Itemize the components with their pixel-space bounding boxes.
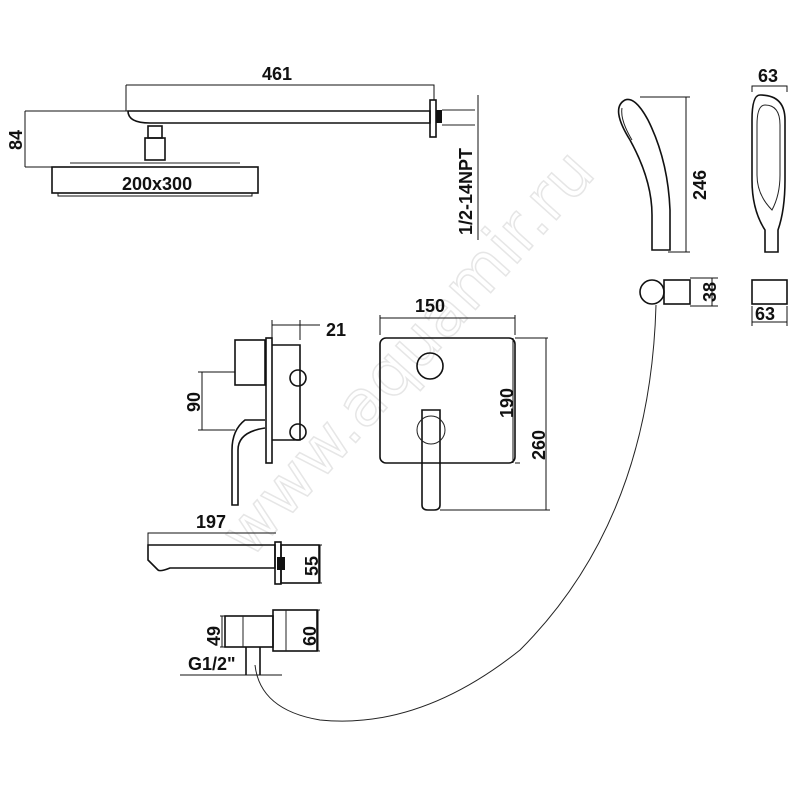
wall-outlet bbox=[180, 609, 320, 676]
dim-246: 246 bbox=[690, 170, 710, 200]
dimension-lines-top bbox=[24, 84, 479, 240]
mixer-front-view bbox=[379, 315, 550, 511]
mixer-side-view bbox=[198, 320, 320, 506]
dim-49: 49 bbox=[204, 626, 224, 646]
dim-461: 461 bbox=[262, 64, 292, 84]
dim-21: 21 bbox=[326, 320, 346, 340]
dim-84: 84 bbox=[6, 130, 26, 150]
dim-200x300: 200x300 bbox=[122, 174, 192, 194]
dim-260: 260 bbox=[529, 430, 549, 460]
hand-shower bbox=[617, 85, 788, 326]
dim-190: 190 bbox=[497, 388, 517, 418]
dim-150: 150 bbox=[415, 296, 445, 316]
dim-60: 60 bbox=[300, 626, 320, 646]
dim-197: 197 bbox=[196, 512, 226, 532]
bath-spout bbox=[147, 532, 322, 585]
dim-g1-2: G1/2" bbox=[188, 654, 236, 674]
dim-38: 38 bbox=[700, 282, 720, 302]
dim-55: 55 bbox=[302, 556, 322, 576]
dim-63-top: 63 bbox=[758, 66, 778, 86]
overhead-shower bbox=[51, 99, 475, 194]
shower-hose bbox=[254, 304, 657, 722]
dim-thread-npt: 1/2-14NPT bbox=[456, 148, 476, 235]
watermark: www.aquamir.ru bbox=[207, 136, 609, 571]
dim-63-bottom: 63 bbox=[755, 304, 775, 324]
dim-90: 90 bbox=[184, 392, 204, 412]
